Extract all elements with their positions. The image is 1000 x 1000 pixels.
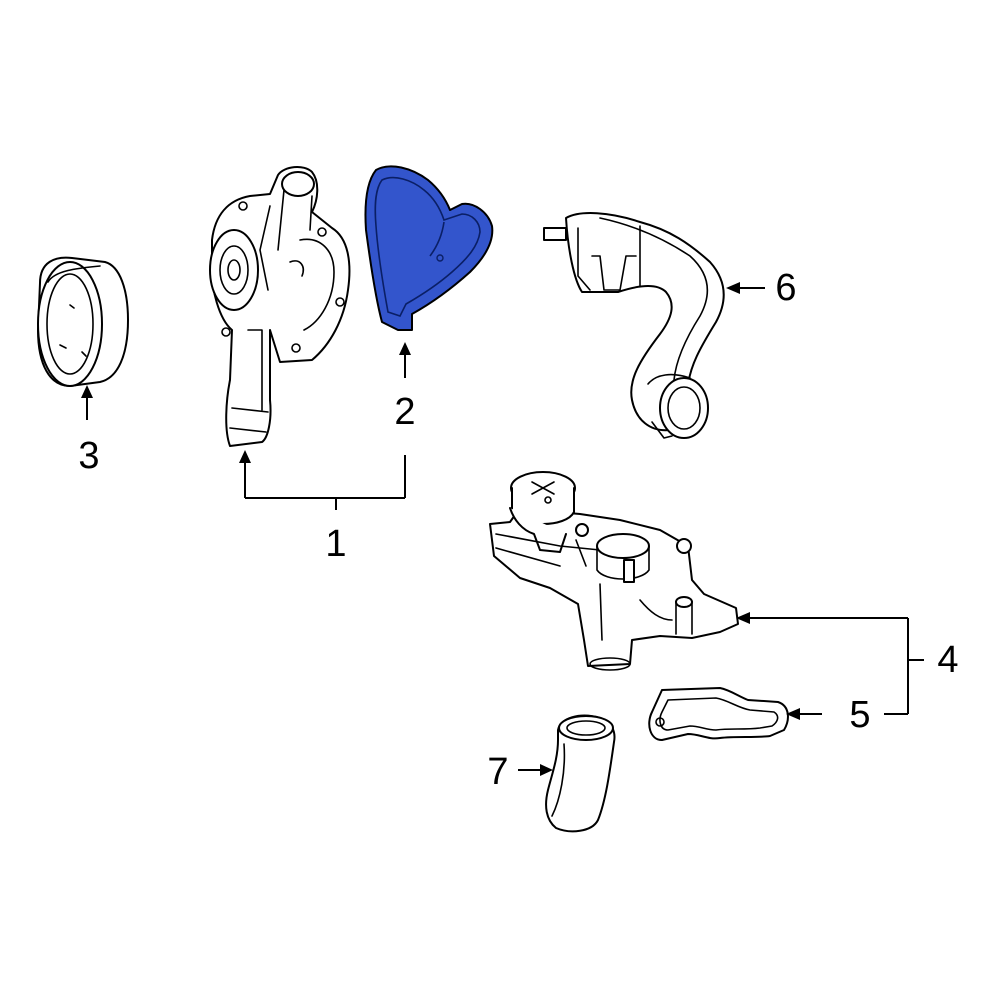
housing-seal[interactable] [648, 687, 789, 741]
callout-7: 7 [487, 751, 508, 793]
coolant-hose[interactable] [543, 212, 725, 439]
callout-2: 2 [394, 391, 415, 433]
elbow-hose[interactable] [545, 714, 616, 833]
callout-5: 5 [849, 694, 870, 736]
thermostat-housing[interactable] [489, 471, 739, 671]
leader-lines [81, 282, 924, 776]
callout-1: 1 [325, 523, 346, 565]
callout-6: 6 [775, 267, 796, 309]
pulley[interactable] [37, 256, 129, 387]
callout-4: 4 [937, 639, 958, 681]
gasket[interactable] [364, 165, 494, 331]
water-pump[interactable] [209, 166, 351, 447]
callout-3: 3 [78, 435, 99, 477]
